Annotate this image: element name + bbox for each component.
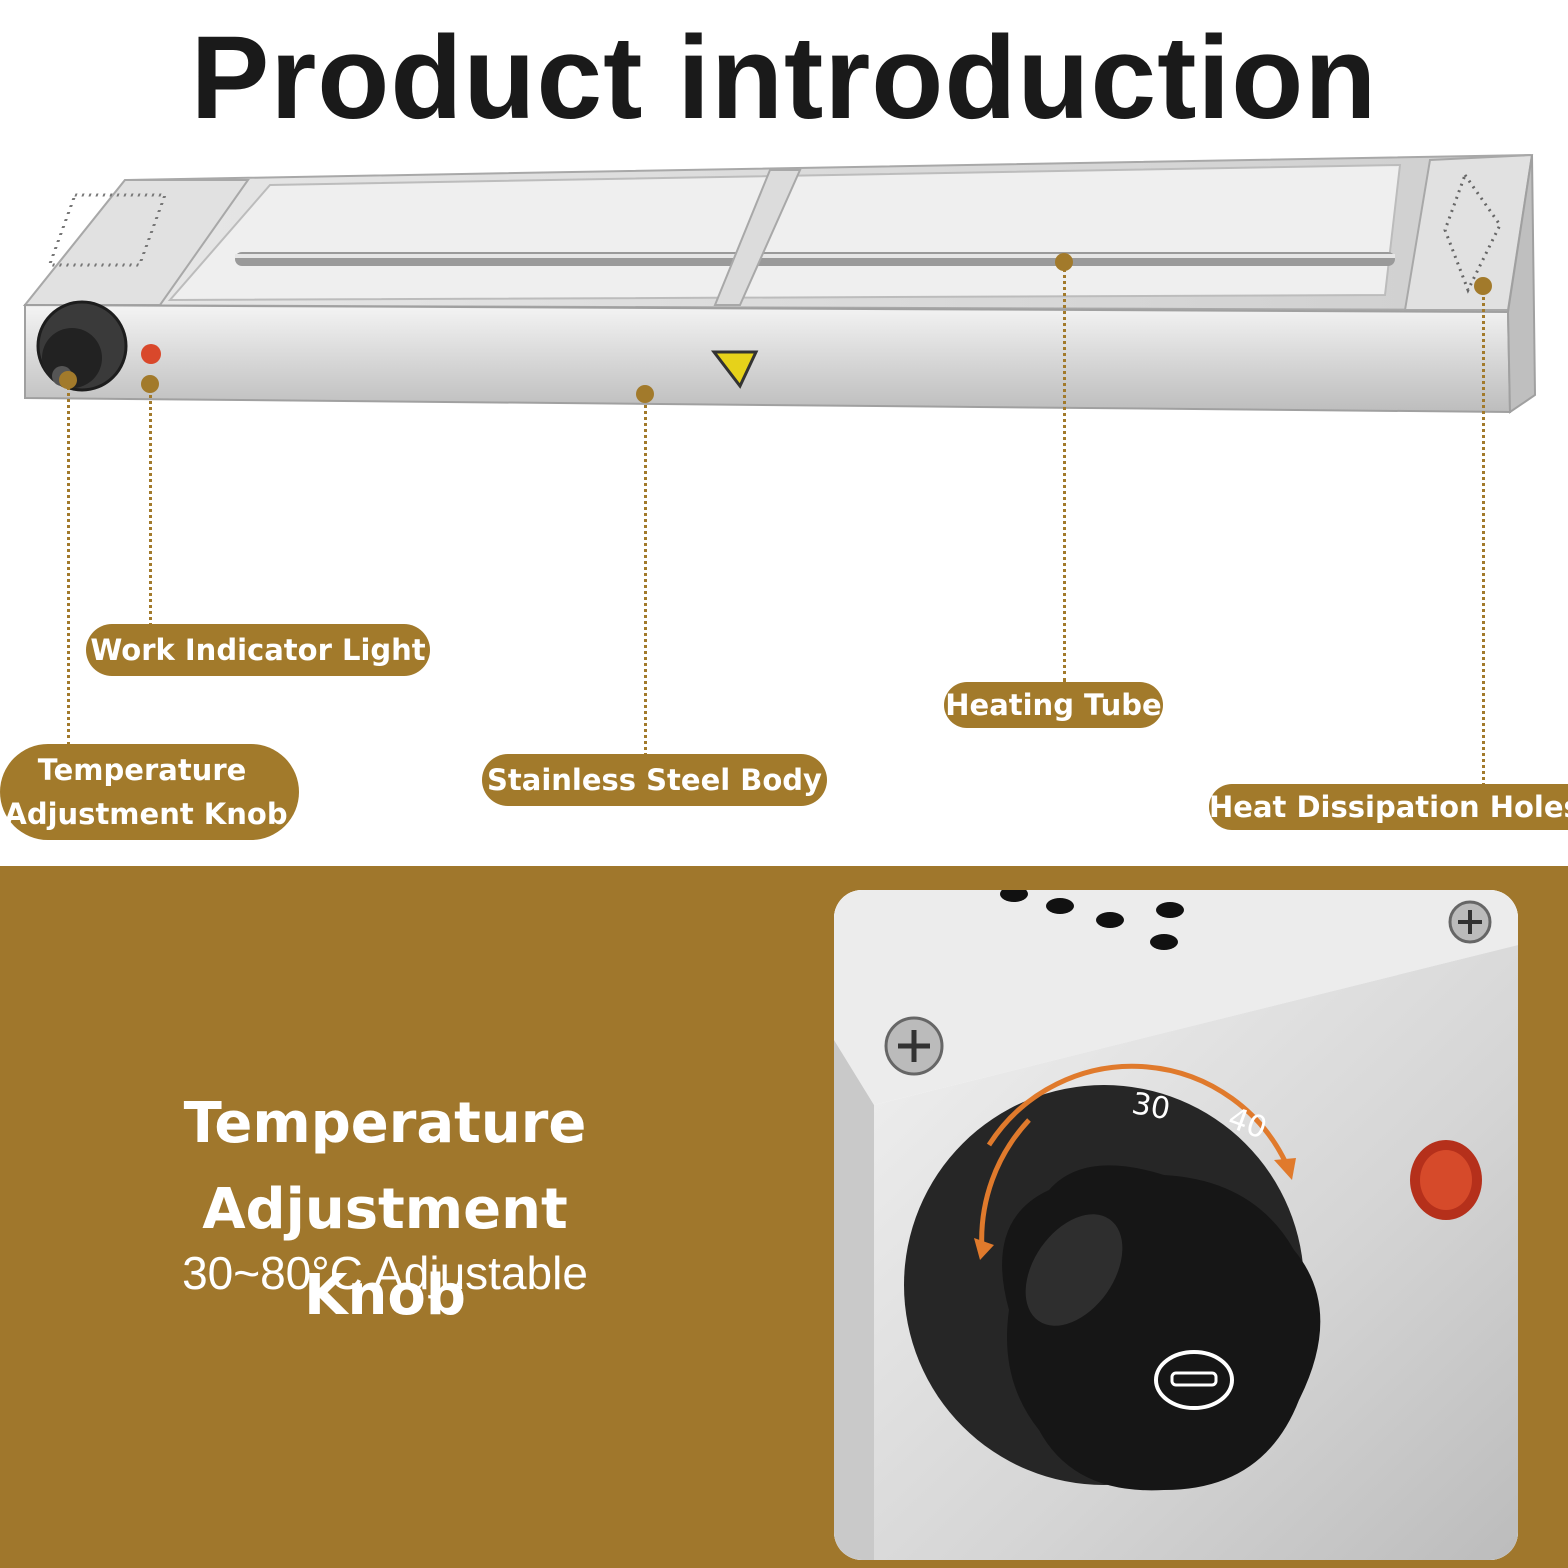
knob-closeup-illustration: 30 40 bbox=[834, 890, 1518, 1560]
feature-panel: Temperature Adjustment Knob 30~80°C Adju… bbox=[0, 866, 1568, 1568]
anchor-dot-body bbox=[636, 385, 654, 403]
callout-stainless-steel-body: Stainless Steel Body bbox=[482, 754, 827, 806]
leader-heating-tube bbox=[1063, 262, 1066, 682]
callout-label: Stainless Steel Body bbox=[487, 763, 822, 797]
callout-heating-tube: Heating Tube bbox=[944, 682, 1163, 728]
feature-title-line2: Knob bbox=[304, 1263, 466, 1328]
callout-temperature-knob: Temperature Adjustment Knob bbox=[0, 744, 299, 840]
feature-title: Temperature Adjustment Knob bbox=[20, 1081, 750, 1339]
dial-mark-30: 30 bbox=[1129, 1086, 1173, 1127]
callout-label: Work Indicator Light bbox=[90, 633, 426, 667]
anchor-dot-indicator bbox=[141, 375, 159, 393]
page-title: Product introduction bbox=[190, 12, 1378, 144]
leader-knob bbox=[67, 380, 70, 745]
anchor-dot-holes bbox=[1474, 277, 1492, 295]
indicator-light-shape bbox=[141, 344, 161, 364]
leader-holes bbox=[1482, 286, 1485, 786]
anchor-dot-knob bbox=[59, 371, 77, 389]
feature-subtitle: 30~80°C Adjustable bbox=[182, 1247, 588, 1299]
callout-label-line1: Temperature bbox=[37, 753, 247, 787]
callout-label: Heat Dissipation Holes bbox=[1209, 790, 1568, 824]
leader-indicator bbox=[149, 384, 152, 626]
callout-work-indicator-light: Work Indicator Light bbox=[86, 624, 430, 676]
anchor-dot-heating-tube bbox=[1055, 253, 1073, 271]
knob-closeup-photo: 30 40 bbox=[834, 890, 1518, 1560]
warning-icon bbox=[710, 350, 759, 389]
callout-label-line2: Adjustment Knob bbox=[4, 797, 288, 831]
leader-body bbox=[644, 394, 647, 756]
heat-dissipation-holes-shape bbox=[1443, 171, 1502, 294]
feature-title-line1: Temperature Adjustment bbox=[183, 1091, 587, 1242]
food-warmer-illustration bbox=[22, 153, 1537, 414]
callout-heat-dissipation-holes: Heat Dissipation Holes bbox=[1209, 784, 1568, 830]
callout-label: Heating Tube bbox=[945, 688, 1162, 722]
